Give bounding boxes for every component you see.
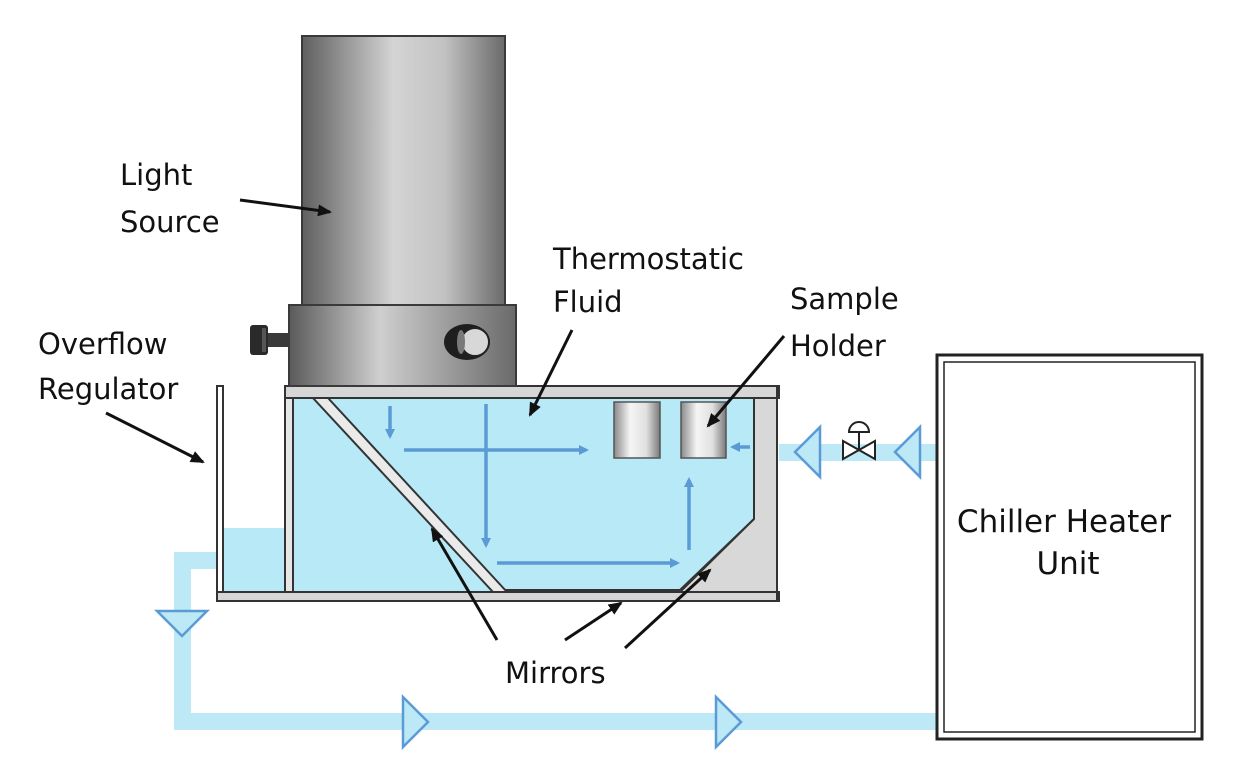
pipe-flow-arrow-right-2 [714, 693, 743, 751]
callout-arrows [105, 198, 786, 650]
pipe-flow-arrow-left-2 [893, 423, 922, 481]
chiller-heater-label-line2: Unit [1036, 546, 1099, 582]
overflow-regulator-label-line2: Regulator [38, 372, 178, 406]
pipe-bottom-horizontal [174, 713, 937, 730]
light-source-label-line2: Source [120, 205, 220, 239]
pipe-flow-arrow-down [153, 609, 211, 638]
mirrors-callout-diagonal [430, 527, 499, 641]
valve-icon [842, 421, 876, 461]
pipe-flow-arrow-right-1 [401, 693, 430, 751]
mirrors-label: Mirrors [505, 656, 606, 690]
tank-lid [284, 385, 780, 399]
tank-bottom [216, 591, 780, 602]
overflow-regulator-callout [105, 411, 205, 464]
tank-inner-wall [284, 395, 294, 595]
thermostatic-fluid-label-line1: Thermostatic [552, 242, 744, 276]
light-source [250, 35, 517, 387]
sample-holder [613, 401, 727, 459]
lamp-port-icon [444, 324, 490, 360]
bath-tank [216, 385, 780, 602]
pipe-flow-arrow-left-1 [793, 423, 822, 481]
sample-holder-callout [706, 335, 786, 428]
chiller-heater-unit: Chiller Heater Unit [935, 353, 1204, 741]
pipe-left-vertical [174, 552, 191, 730]
thermostatic-fluid-label-line2: Fluid [553, 285, 623, 319]
mirrors-callout-chamfer [623, 568, 712, 650]
pipe-flow-arrows [153, 423, 922, 751]
sample-tube-left [613, 401, 661, 459]
thermostatic-fluid-callout [528, 329, 574, 417]
sample-holder-label-line1: Sample [790, 282, 899, 316]
lamp-housing [301, 35, 506, 307]
chamfer-mirror [679, 518, 755, 591]
overflow-regulator [216, 385, 289, 601]
adjustment-knob-icon [250, 325, 290, 355]
sample-holder-label-line2: Holder [790, 329, 886, 363]
mirrors-callout-bottom [564, 601, 623, 642]
overflow-regulator-label-line1: Overflow [38, 327, 167, 361]
light-source-callout [239, 198, 332, 217]
labels: Light Source Overflow Regulator Thermost… [38, 158, 899, 690]
light-source-label-line1: Light [120, 158, 192, 192]
light-path-arrows [385, 404, 750, 568]
chiller-heater-label-line1: Chiller Heater [957, 504, 1171, 540]
